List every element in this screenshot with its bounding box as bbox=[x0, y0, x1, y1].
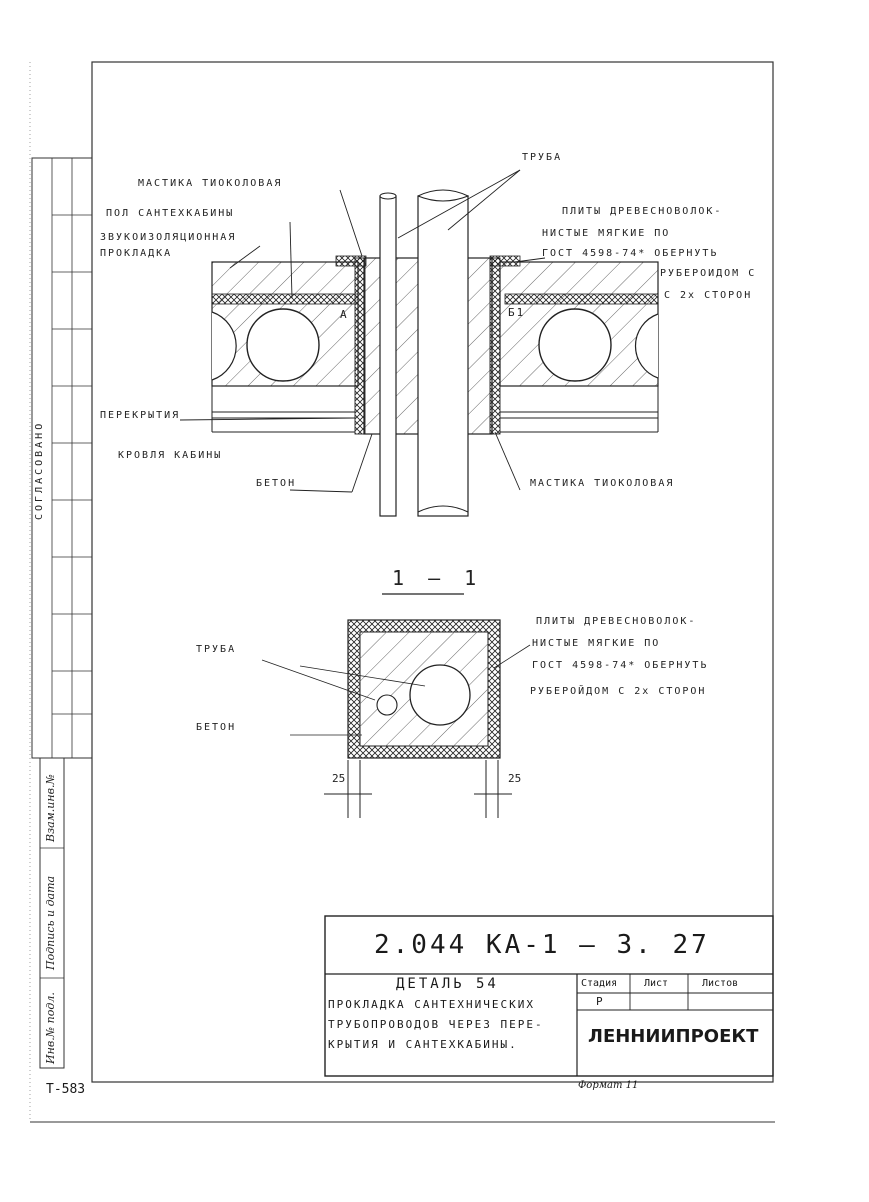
stage-header: Стадия bbox=[581, 978, 618, 989]
leader-lines bbox=[179, 169, 546, 493]
label-concrete-section: БЕТОН bbox=[196, 722, 237, 733]
label-floor-cabin: ПОЛ САНТЕХКАБИНЫ bbox=[106, 208, 235, 219]
label-slabs-d: РУБЕРОИДОМ С bbox=[660, 268, 757, 279]
label-slabs-c: ГОСТ 4598-74* ОБЕРНУТЬ bbox=[542, 248, 719, 259]
side-stamp bbox=[31, 157, 93, 1069]
title-block-frame bbox=[324, 915, 774, 1077]
mark-right: Б1 bbox=[508, 306, 526, 319]
label-ceiling-cabin: КРОВЛЯ КАБИНЫ bbox=[118, 450, 223, 461]
label-mastic-bottom: МАСТИКА ТИОКОЛОВАЯ bbox=[530, 478, 675, 489]
label-soundproof-2: ПРОКЛАДКА bbox=[100, 248, 173, 259]
label-slabs2-a: ПЛИТЫ ДРЕВЕСНОВОЛОК- bbox=[536, 616, 697, 627]
label-pipe-top: ТРУБА bbox=[522, 152, 563, 163]
section-1-1 bbox=[261, 593, 531, 818]
detail-desc-1: ПРОКЛАДКА САНТЕХНИЧЕСКИХ bbox=[328, 998, 535, 1011]
label-slabs-b: НИСТЫЕ МЯГКИЕ ПО bbox=[542, 228, 671, 239]
sheets-header: Листов bbox=[702, 978, 739, 989]
label-slabs-e: С 2х СТОРОН bbox=[664, 290, 753, 301]
sheet-code: Т-583 bbox=[46, 1082, 86, 1097]
drawing-code: 2.044 КА-1 — 3. 27 bbox=[374, 930, 710, 960]
label-slabs2-c: ГОСТ 4598-74* ОБЕРНУТЬ bbox=[532, 660, 709, 671]
label-slabs2-d: РУБЕРОЙДОМ С 2х СТОРОН bbox=[530, 686, 707, 697]
label-slabs2-b: НИСТЫЕ МЯГКИЕ ПО bbox=[532, 638, 661, 649]
label-concrete: БЕТОН bbox=[256, 478, 297, 489]
stamp-inv-orig: Инв.№ подл. bbox=[44, 992, 57, 1064]
stamp-inv-ref: Взам.инв.№ bbox=[44, 774, 57, 842]
stamp-sign-date: Подпись и дата bbox=[44, 875, 57, 970]
stamp-agreed: СОГЛАСОВАНО bbox=[34, 420, 45, 520]
org-name: ЛЕННИИПРОЕКТ bbox=[588, 1026, 759, 1047]
detail-number: ДЕТАЛЬ 54 bbox=[396, 976, 499, 992]
label-mastic-top: МАСТИКА ТИОКОЛОВАЯ bbox=[138, 178, 283, 189]
detail-desc-2: ТРУБОПРОВОДОВ ЧЕРЕЗ ПЕРЕ- bbox=[328, 1018, 544, 1031]
detail-desc-3: КРЫТИЯ И САНТЕХКАБИНЫ. bbox=[328, 1038, 518, 1051]
label-slabs-a: ПЛИТЫ ДРЕВЕСНОВОЛОК- bbox=[562, 206, 723, 217]
label-soundproof: ЗВУКОИЗОЛЯЦИОННАЯ bbox=[100, 232, 237, 243]
mark-left: А bbox=[340, 308, 349, 321]
dim-left: 25 bbox=[332, 772, 346, 785]
stage-value: Р bbox=[596, 995, 603, 1008]
section-title: 1 — 1 bbox=[392, 566, 483, 590]
label-overlap: ПЕРЕКРЫТИЯ bbox=[100, 410, 181, 421]
floor-section bbox=[211, 189, 659, 517]
label-pipe-section: ТРУБА bbox=[196, 644, 237, 655]
format-label: Формат 11 bbox=[578, 1080, 639, 1091]
sheet-header: Лист bbox=[644, 978, 669, 989]
dim-right: 25 bbox=[508, 772, 522, 785]
